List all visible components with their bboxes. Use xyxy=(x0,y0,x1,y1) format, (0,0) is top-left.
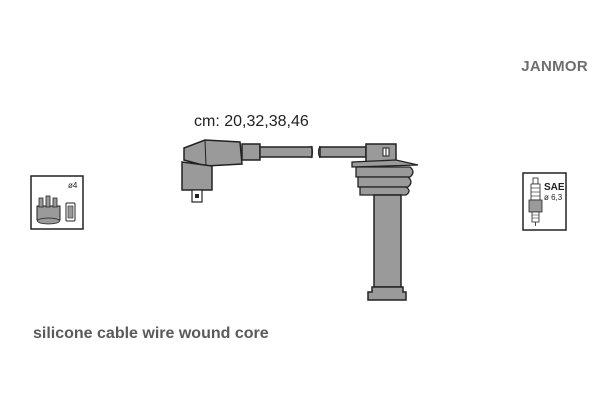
cable-segment-right xyxy=(317,145,367,159)
plug-diameter-label: ø 6,3 xyxy=(544,193,563,202)
distributor-diameter-label: ø4 xyxy=(68,181,78,190)
spark-plug-icon: SAE ø 6,3 xyxy=(522,172,567,231)
angled-boot-connector xyxy=(181,139,261,203)
caption-text: silicone cable wire wound core xyxy=(33,325,269,342)
brand-label: JANMOR xyxy=(521,58,588,75)
cable-lengths-label: cm: 20,32,38,46 xyxy=(194,113,309,130)
distributor-cap-icon: ø4 xyxy=(30,175,84,230)
cable-segment-left xyxy=(259,145,314,159)
sae-label: SAE xyxy=(544,182,565,193)
straight-plug-boot xyxy=(351,143,419,301)
